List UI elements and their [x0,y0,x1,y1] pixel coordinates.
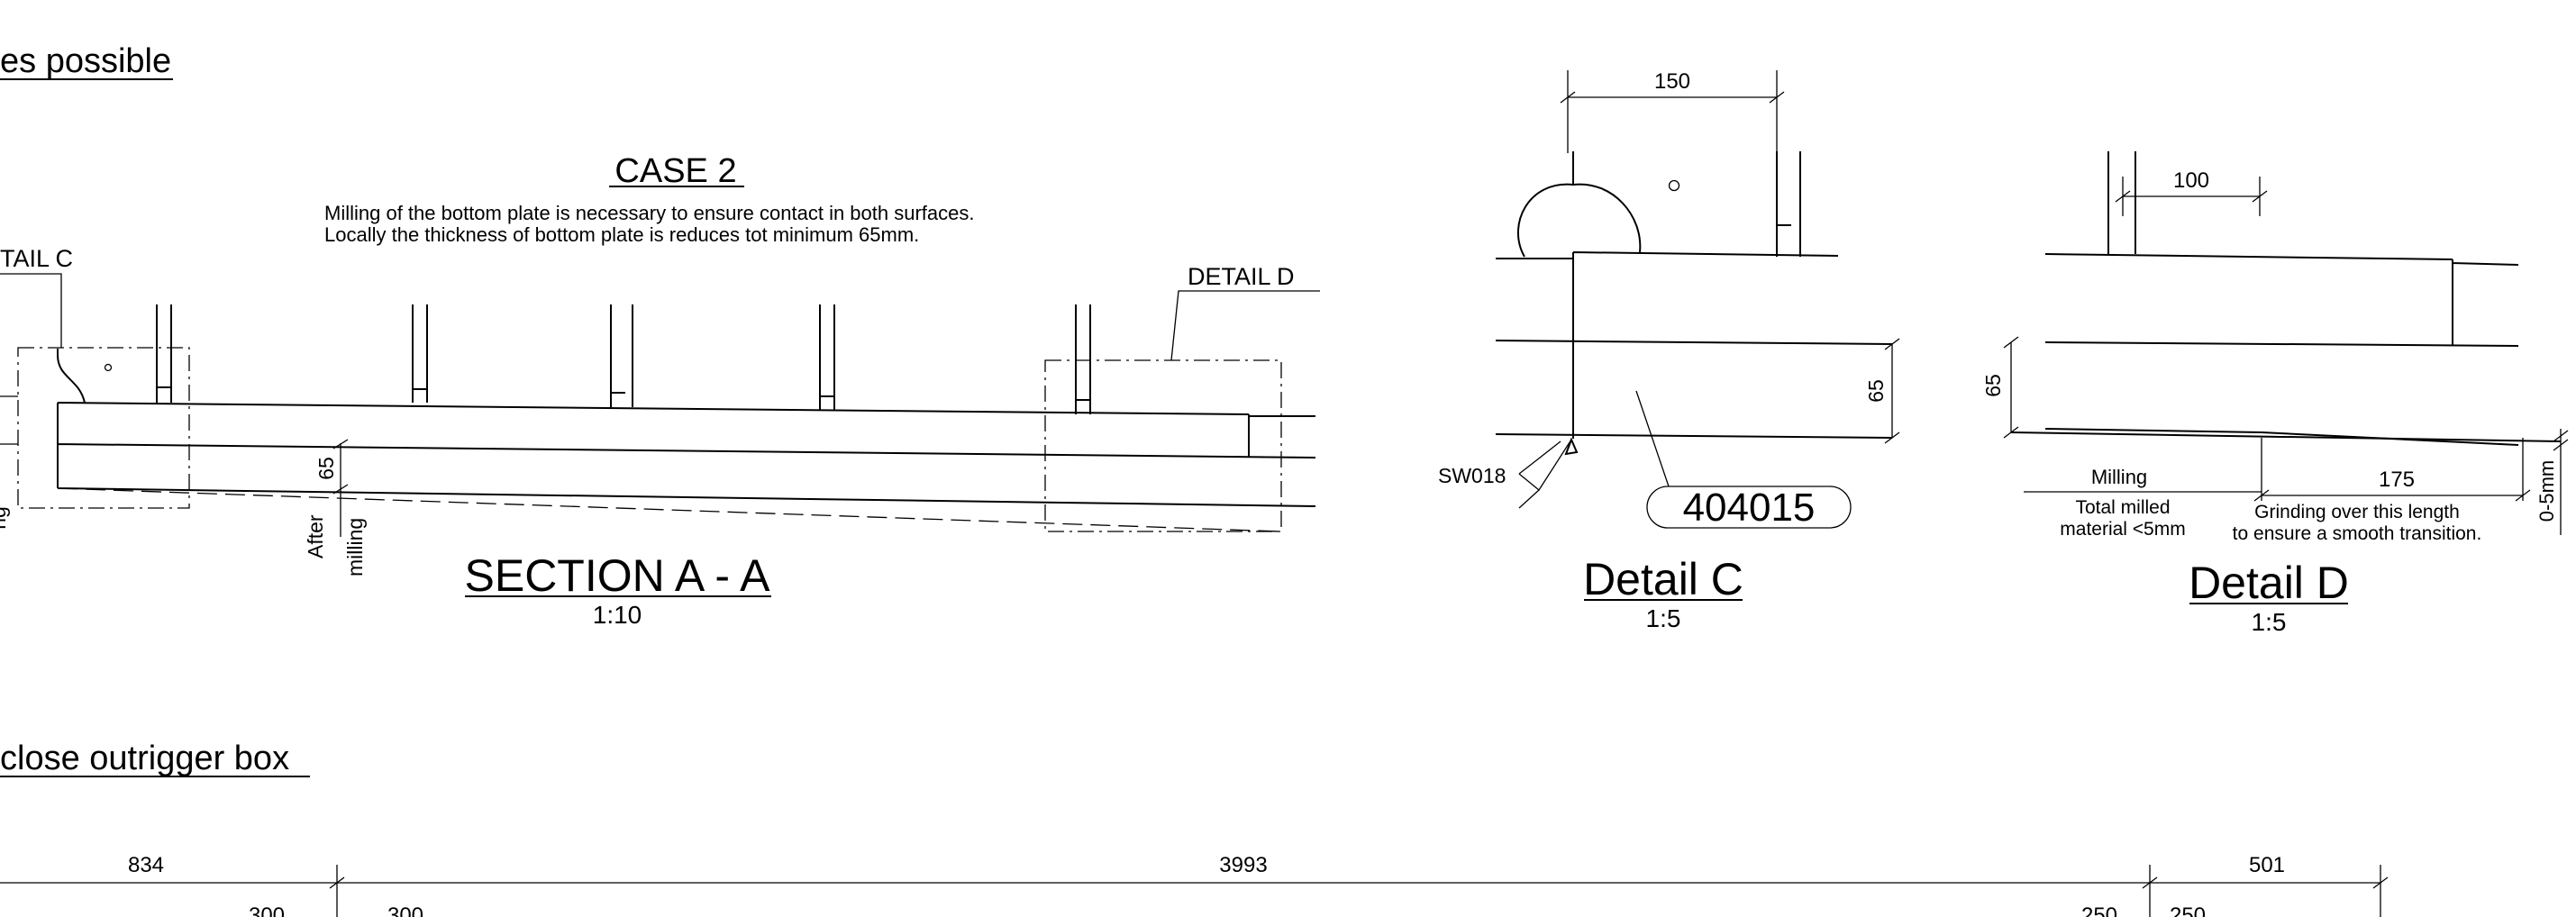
plate-lines-d [2044,253,2519,446]
plate-step-right [1248,414,1315,458]
dim-250-b-label: 250 [2170,903,2206,917]
dim-175-line [2024,438,2531,502]
detail-c-callout: TAIL C [0,245,73,272]
dim-0-5-line [2553,429,2569,535]
dim-0-5-label: 0-5mm [2535,460,2558,522]
detail-d-boundary [1044,359,1282,532]
case-title: CASE 2 [614,152,736,190]
section-aa-scale: 1:10 [593,601,642,629]
case-note-line1: Milling of the bottom plate is necessary… [324,202,975,224]
milling-label-d: Milling [2091,466,2147,488]
detail-c: 150 65 SW018 404015 Detail C 1:5 [1438,69,1900,632]
detail-d-scale: 1:5 [2252,608,2287,636]
milled-surface-line [57,487,1280,532]
bottom-plate [57,402,1316,507]
detail-c-boundary [17,347,190,509]
dim-65-d-line [2003,336,2019,439]
partial-heading-top: es possible [0,42,171,80]
part-number-balloon [1646,486,1852,529]
partial-heading-bottom: close outrigger box [0,740,289,777]
bottom-section: close outrigger box 834 3993 501 300 300… [0,740,2389,917]
case-note-line2: Locally the thickness of bottom plate is… [324,223,919,246]
dim-175-label: 175 [2379,468,2415,492]
dim-150-line [1560,70,1785,153]
detail-c-scale: 1:5 [1646,604,1681,632]
after-label: After [304,514,327,558]
left-plate-stub [0,395,18,445]
dim-65-d-label: 65 [1981,374,2005,397]
dim-65-c-line [1884,338,1900,444]
dim-100-label: 100 [2173,168,2209,193]
dim-834-label: 834 [128,853,164,877]
dim-501-label: 501 [2249,853,2285,877]
milled-note-1: Total milled [2075,497,2170,518]
grinding-note-2: to ensure a smooth transition. [2233,523,2482,544]
stiffener-4 [819,304,835,410]
dim-150-label: 150 [1654,69,1690,94]
plate-lines-c [1495,251,1893,439]
stiffener-c [1776,151,1801,257]
part-leader [1635,390,1670,487]
weld-arrowhead [1564,437,1579,456]
weld-leader-1 [1518,440,1561,475]
stiffener-1 [156,304,172,403]
dim-300-b-label: 300 [387,903,423,917]
dim-65-c-label: 65 [1864,379,1888,403]
dim-65-label: 65 [314,457,338,480]
stiffener-2 [412,304,428,403]
milled-note-2: material <5mm [2060,519,2185,540]
section-aa: CASE 2 Milling of the bottom plate is ne… [0,152,1320,629]
detail-c-leader [0,273,62,348]
boss-hole-c [1668,179,1680,192]
detail-c-title: Detail C [1583,554,1743,604]
stiffener-d [2107,151,2136,254]
stiffener-5 [1075,304,1091,414]
dimension-ticks [329,876,2389,889]
boss-hole [104,363,113,372]
overall-dimension-line [0,865,2381,917]
dim-300-a-label: 300 [249,903,285,917]
stiffener-3 [610,304,633,407]
detail-d-leader [1170,290,1320,361]
boss-outline-c [1516,151,1642,258]
part-number: 404015 [1683,486,1816,530]
dim-65-line [332,439,349,537]
left-edge-fragment: ng [0,506,10,530]
detail-d-title: Detail D [2189,558,2349,608]
dim-250-a-label: 250 [2081,903,2117,917]
weld-symbol [1518,439,1572,509]
dim-100-line [2115,177,2268,216]
detail-d: 100 65 Milling Total milled material <5m… [1981,151,2569,636]
weld-label: SW018 [1438,464,1506,487]
detail-d-callout: DETAIL D [1188,263,1295,290]
milling-label: milling [343,518,367,577]
dim-3993-label: 3993 [1219,853,1267,877]
plate-bottom-d [2010,431,2562,442]
boss-outline [57,349,86,404]
section-aa-title: SECTION A - A [465,550,771,601]
stiffeners [156,304,1091,414]
grinding-note-1: Grinding over this length [2254,502,2460,522]
